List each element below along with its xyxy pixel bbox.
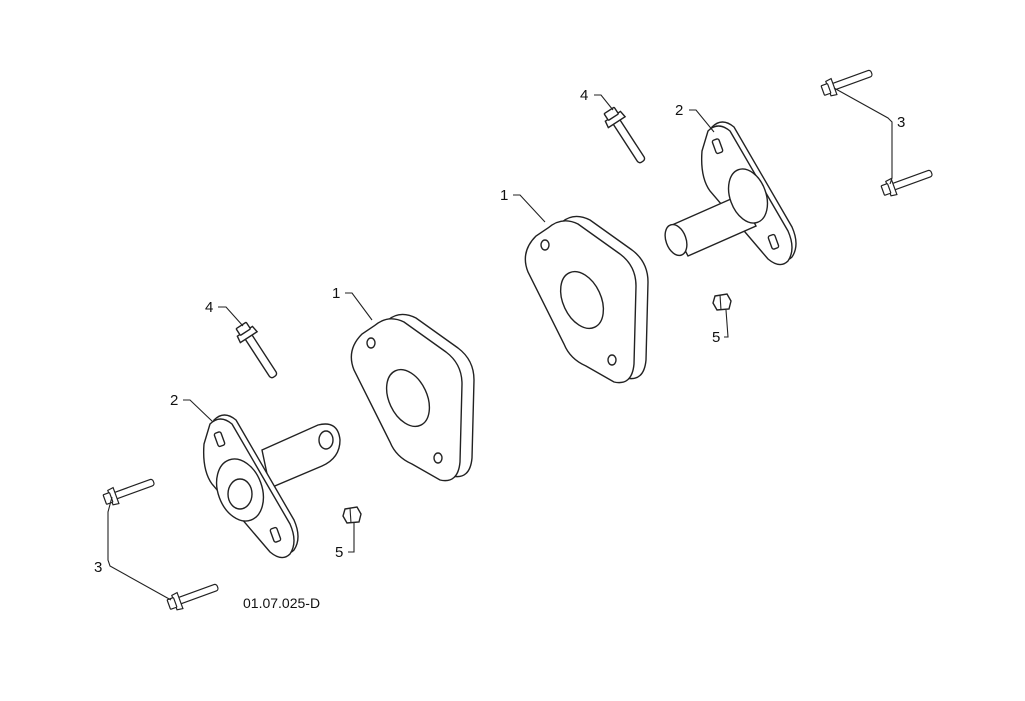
left-spacer-1 bbox=[350, 313, 475, 482]
callout-right-nut-5: 5 bbox=[712, 329, 720, 346]
callout-left-bolt-4: 4 bbox=[205, 299, 213, 316]
right-bolt-3-lower bbox=[879, 164, 936, 200]
callout-right-bolts-3: 3 bbox=[897, 114, 905, 131]
left-bolt-3-lower bbox=[165, 578, 222, 614]
callout-left-spacer-1: 1 bbox=[332, 285, 340, 302]
callout-left-flange-2: 2 bbox=[170, 392, 178, 409]
callout-right-spacer-1: 1 bbox=[500, 187, 508, 204]
right-spacer-1 bbox=[524, 215, 649, 384]
right-bolt-3-upper bbox=[819, 64, 876, 100]
callout-left-bolts-3: 3 bbox=[94, 559, 102, 576]
left-bolt-4 bbox=[232, 319, 284, 383]
drawing-code: 01.07.025-D bbox=[243, 595, 320, 611]
left-flange-2 bbox=[202, 414, 341, 559]
right-nut-5 bbox=[712, 293, 732, 311]
leader-lines bbox=[107, 87, 893, 601]
callout-left-nut-5: 5 bbox=[335, 544, 343, 561]
right-bolt-4 bbox=[600, 104, 652, 168]
right-flange-2 bbox=[664, 121, 797, 266]
callout-right-flange-2: 2 bbox=[675, 102, 683, 119]
left-nut-5 bbox=[342, 506, 362, 524]
callout-right-bolt-4: 4 bbox=[580, 87, 588, 104]
